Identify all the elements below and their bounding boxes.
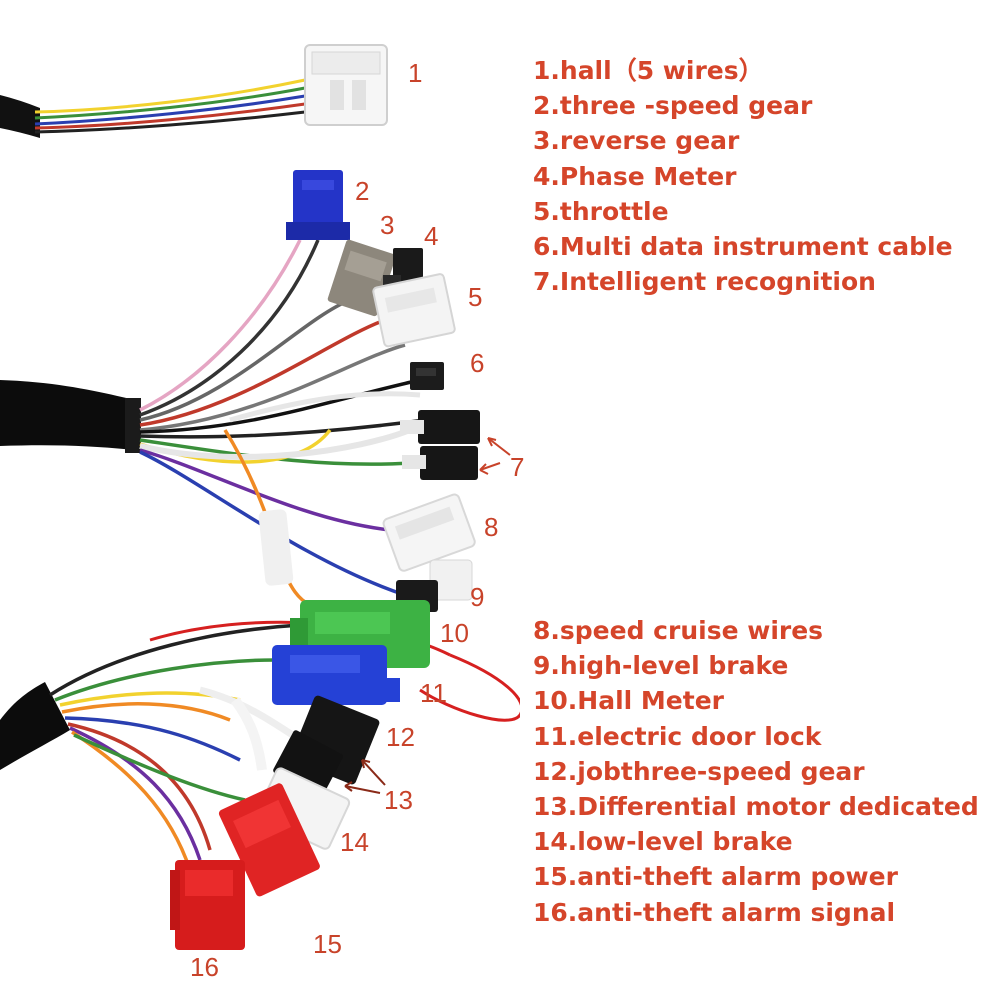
callout-1: 1 <box>408 58 423 88</box>
callout-arrows-13 <box>344 759 386 794</box>
speed-cruise-connector <box>382 493 476 572</box>
legend-item-multi-data-instrument-cable: 6.Multi data instrument cable <box>533 231 953 261</box>
callout-6: 6 <box>470 348 485 378</box>
electric-door-lock-connector <box>272 645 400 705</box>
callout-16: 16 <box>190 952 219 982</box>
upper-harness-cable <box>0 380 141 453</box>
callout-10: 10 <box>440 618 469 648</box>
legend-item-anti-theft-alarm-power: 15.anti-theft alarm power <box>533 862 898 892</box>
legend-item-phase-meter: 4.Phase Meter <box>533 161 737 191</box>
throttle-connector <box>372 273 456 348</box>
callout-14: 14 <box>340 827 369 857</box>
callout-2: 2 <box>355 176 370 206</box>
callout-15: 15 <box>313 929 342 959</box>
callout-7: 7 <box>510 452 525 482</box>
callout-8: 8 <box>484 512 499 542</box>
multi-data-instrument-connector <box>410 362 444 390</box>
callout-13: 13 <box>384 785 413 815</box>
legend-item-throttle: 5.throttle <box>533 196 669 226</box>
anti-theft-signal-connector <box>170 860 245 950</box>
legend-item-low-level-brake: 14.low-level brake <box>533 827 793 857</box>
callout-11: 11 <box>420 678 447 708</box>
legend-item-hall-meter: 10.Hall Meter <box>533 686 724 716</box>
wiring-harness-photo <box>0 44 520 950</box>
callout-3: 3 <box>380 210 395 240</box>
legend-item-reverse-gear: 3.reverse gear <box>533 126 740 156</box>
lower-wire-bundle <box>49 620 520 871</box>
legend-item-intelligent-recognition: 7.Intelligent recognition <box>533 267 876 297</box>
intelligent-recognition-connectors <box>400 410 480 480</box>
hall-connector-group <box>0 44 388 138</box>
callout-12: 12 <box>386 722 415 752</box>
legend-item-three-speed-gear: 2.three -speed gear <box>533 91 813 121</box>
legend-item-speed-cruise-wires: 8.speed cruise wires <box>533 616 824 645</box>
callout-arrows-7 <box>479 437 511 475</box>
legend-item-electric-door-lock: 11.electric door lock <box>533 721 822 751</box>
legend-bottom-list: 8.speed cruise wires 9.high-level brake … <box>533 613 979 930</box>
upper-wire-bundle <box>139 239 426 607</box>
legend-item-hall: 1.hall（5 wires） <box>533 56 764 85</box>
legend-item-anti-theft-alarm-signal: 16.anti-theft alarm signal <box>533 897 896 927</box>
legend-item-job-three-speed-gear: 12.jobthree-speed gear <box>533 756 865 786</box>
legend-item-differential-motor-dedicated: 13.Differential motor dedicated <box>533 791 979 821</box>
callout-5: 5 <box>468 282 483 312</box>
legend-top-list: 1.hall（5 wires） 2.three -speed gear 3.re… <box>533 53 953 299</box>
callout-9: 9 <box>470 582 485 612</box>
callout-4: 4 <box>424 221 439 251</box>
three-speed-gear-connector <box>286 170 350 240</box>
lower-harness-cable <box>0 682 70 770</box>
legend-item-high-level-brake: 9.high-level brake <box>533 651 789 681</box>
